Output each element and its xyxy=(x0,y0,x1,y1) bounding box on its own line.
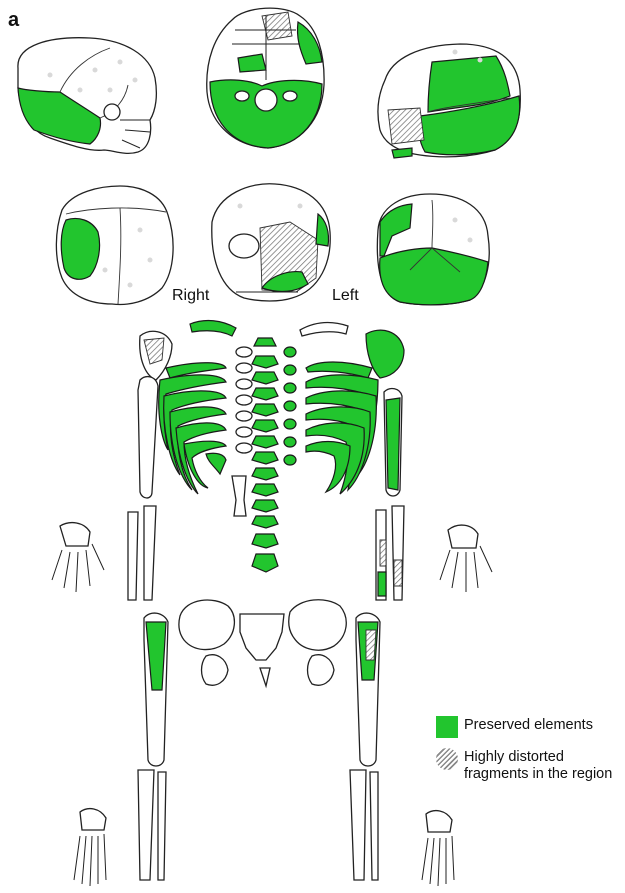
vertebrae-right-column-preserved xyxy=(284,347,296,465)
fibula-left xyxy=(370,772,378,880)
legend-item-distorted: Highly distorted fragments in the region xyxy=(436,748,621,788)
clavicle-right xyxy=(190,321,236,336)
side-label-left: Left xyxy=(332,287,359,305)
skull-lateral-right xyxy=(18,38,156,154)
preserved-swatch xyxy=(436,716,458,738)
skull-lateral-left xyxy=(378,44,520,158)
legend-item-preserved: Preserved elements xyxy=(436,716,621,742)
tibia-right xyxy=(138,770,154,880)
tibia-left xyxy=(350,770,366,880)
ischium-left xyxy=(308,655,335,685)
ribs-left xyxy=(306,362,378,494)
skull-posterior-view xyxy=(377,194,489,305)
vertebral-column xyxy=(236,338,296,572)
clavicle-left xyxy=(300,323,348,336)
foot-left xyxy=(422,811,454,886)
ilium-right xyxy=(179,600,235,650)
ilium-left xyxy=(289,600,346,650)
hand-right xyxy=(52,523,104,592)
skull-superior-view xyxy=(56,186,173,304)
vertebrae-preserved xyxy=(252,338,278,572)
distorted-swatch xyxy=(436,748,458,770)
vertebrae-cervical-thoracic-outline xyxy=(236,347,252,453)
ischium-right xyxy=(202,655,229,685)
side-label-right: Right xyxy=(172,287,209,305)
skull-basal-view xyxy=(207,8,324,148)
sacrum xyxy=(240,614,284,660)
coccyx xyxy=(260,668,270,686)
fibula-right xyxy=(158,772,166,880)
skull-frontal-view xyxy=(212,184,330,301)
scapula-left xyxy=(366,330,404,378)
hand-left xyxy=(440,525,492,592)
legend-label-distorted: Highly distorted fragments in the region xyxy=(464,749,624,783)
forearm-right-ulna xyxy=(144,506,156,600)
foot-right xyxy=(74,809,106,886)
sternum xyxy=(232,476,246,516)
legend-label-preserved: Preserved elements xyxy=(464,717,624,734)
humerus-right xyxy=(138,377,158,498)
ribs-right xyxy=(159,363,226,494)
legend: Preserved elements Highly distorted frag… xyxy=(436,716,621,794)
forearm-right-radius xyxy=(128,512,138,600)
